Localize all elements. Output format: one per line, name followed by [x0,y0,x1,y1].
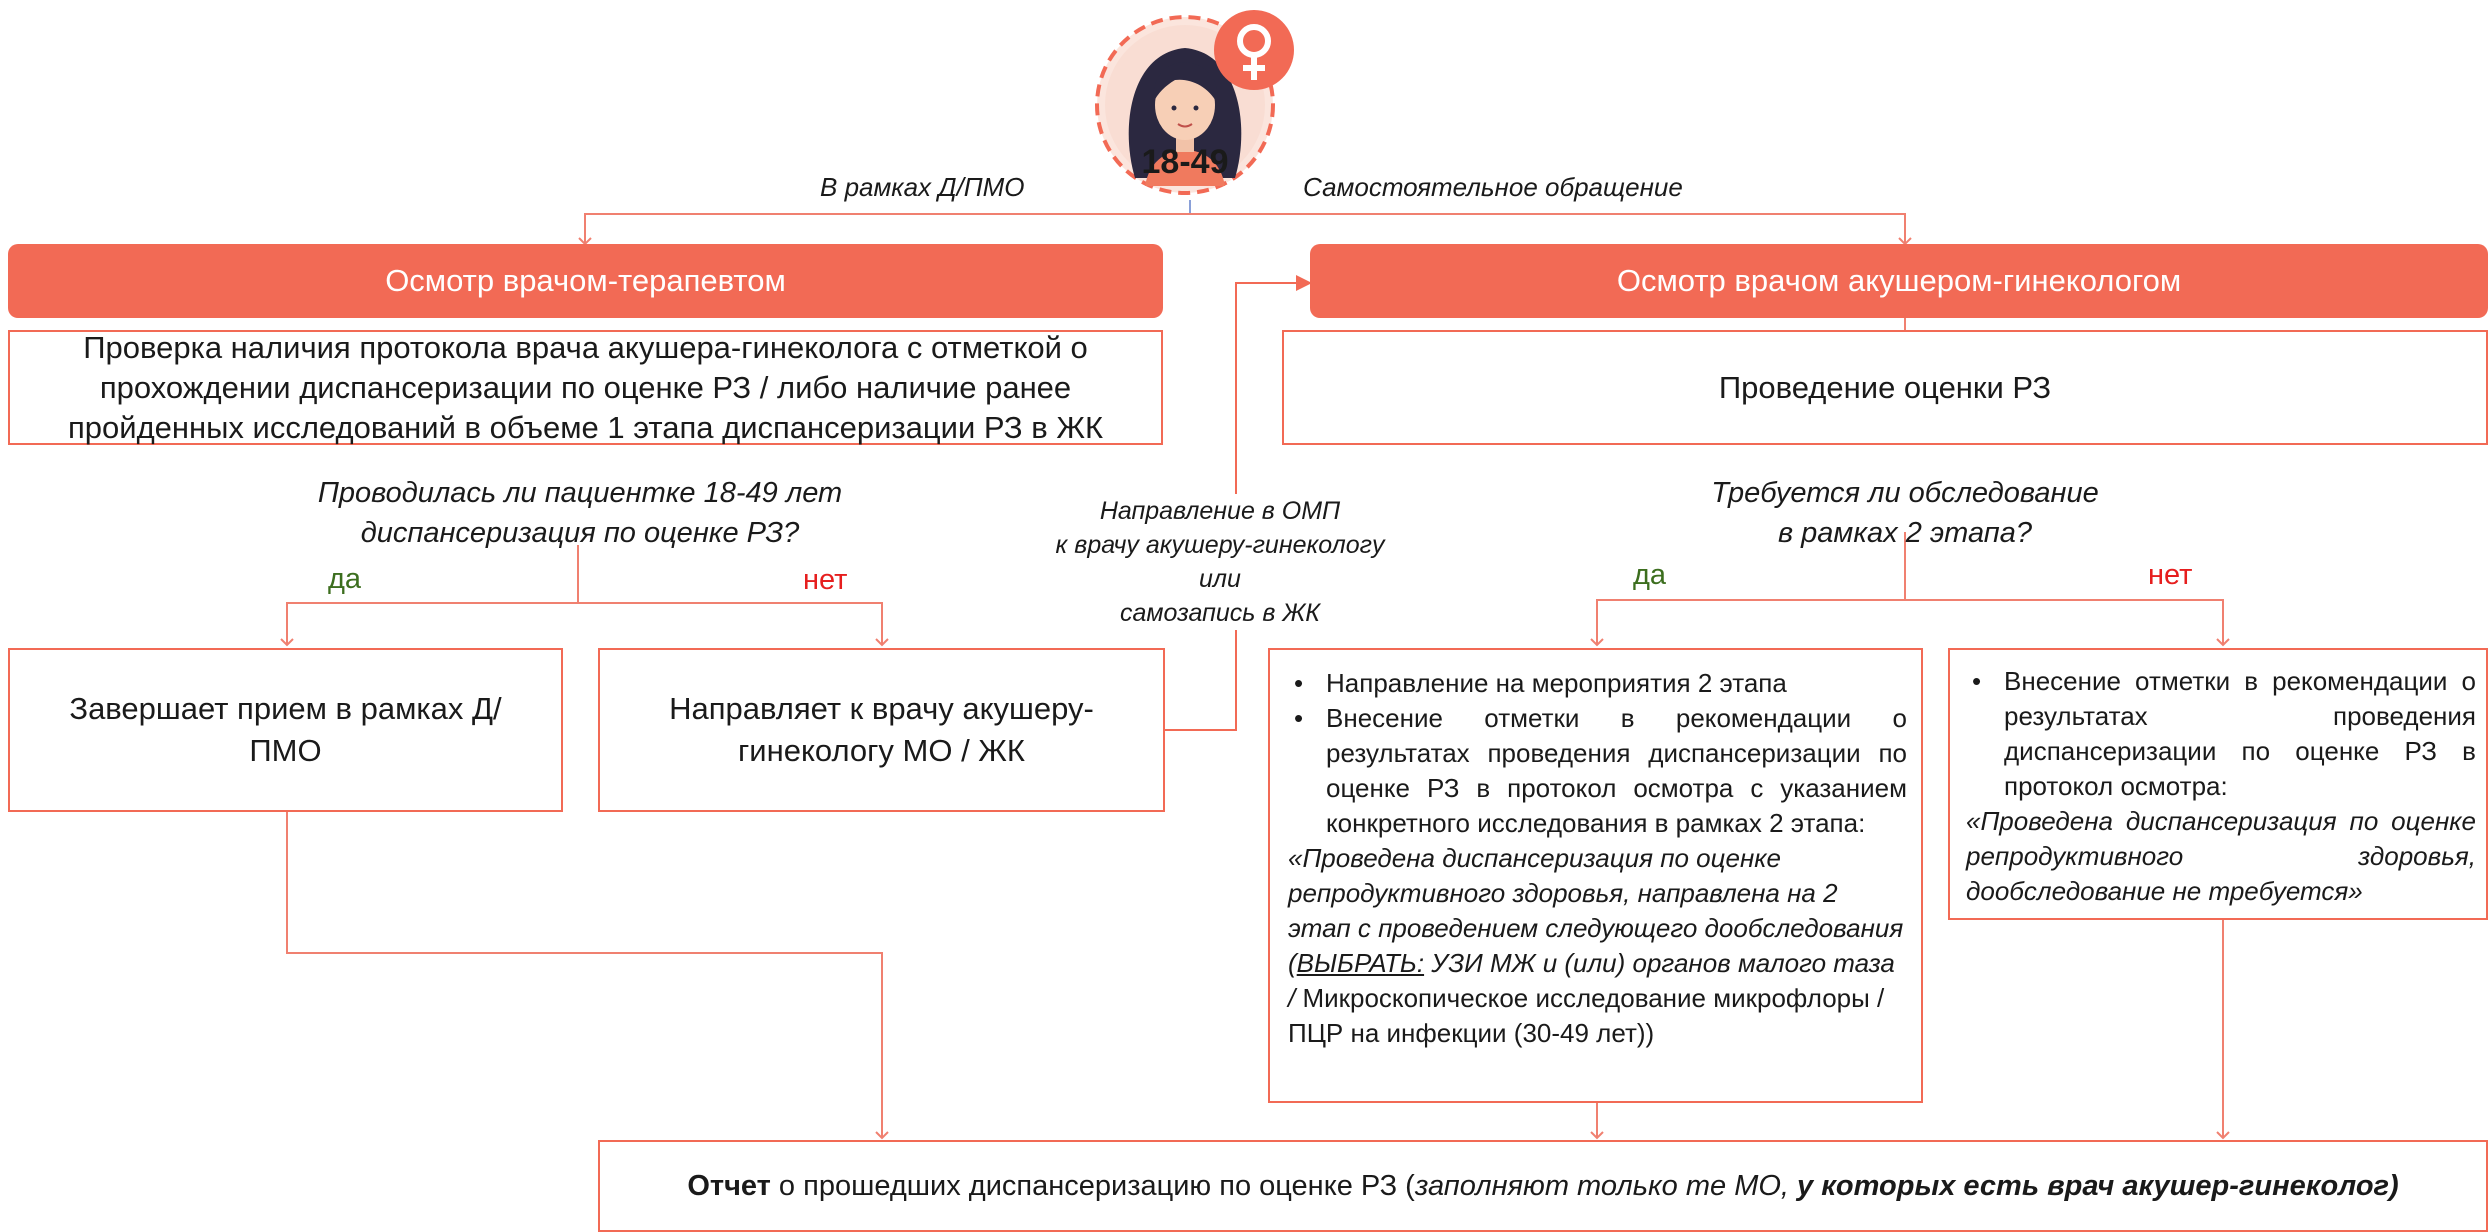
gyn-no-label: нет [2148,559,2193,591]
therapist-yes-label: да [328,563,362,595]
referral-line4: самозапись в ЖК [1119,599,1321,627]
route-label-right: Самостоятельное обращение [1303,172,1683,202]
stage2-bullets: Направление на мероприятия 2 этапа Внесе… [1288,666,1907,841]
stage2-quote: «Проведена диспансеризация по оценке реп… [1288,841,1907,1051]
report-text: Отчет о прошедших диспансеризацию по оце… [687,1170,2398,1203]
stage2-quote-choose: ВЫБРАТЬ: [1296,948,1425,978]
stage2-bullet-2: Внесение отметки в рекомендации о резуль… [1294,701,1907,841]
therapist-no-label: нет [803,564,848,596]
therapist-header: Осмотр врачом-терапевтом [8,244,1163,318]
protocol-check-box: Проверка наличия протокола врача акушера… [8,330,1163,445]
therapist-question-line2: диспансеризация по оценке РЗ? [360,517,800,549]
gyn-yes-label: да [1633,559,1667,591]
assessment-text: Проведение оценки РЗ [1718,369,2052,405]
refer-gyn-text: Направляет к врачу акушеру-гинекологу МО… [669,691,1094,768]
assessment-box: Проведение оценки РЗ [1282,330,2488,445]
report-plain: о прошедших диспансеризацию по оценке РЗ… [770,1169,1415,1202]
no-stage2-quote: «Проведена диспансеризация по оценке реп… [1966,806,2476,906]
referral-line1: Направление в ОМП [1099,497,1341,525]
stage2-quote-part1: «Проведена диспансеризация по оценке реп… [1288,843,1904,978]
stage2-box: Направление на мероприятия 2 этапа Внесе… [1268,648,1923,1103]
stage2-quote-part2: УЗИ МЖ и (или) органов малого таза / [1288,948,1895,1013]
gyn-question: Требуется ли обследование в рамках 2 эта… [1605,473,2205,553]
no-stage2-bullet-1: Внесение отметки в рекомендации о резуль… [1972,664,2476,804]
refer-gyn-box: Направляет к врачу акушеру-гинекологу МО… [598,648,1165,812]
finish-dpmo-box: Завершает прием в рамках Д/ПМО [8,648,563,812]
age-label: 18-49 [1141,143,1229,181]
therapist-question: Проводилась ли пациентке 18-49 лет диспа… [280,473,880,553]
referral-note: Направление в ОМП к врачу акушеру-гинеко… [1040,494,1400,630]
no-stage2-box: Внесение отметки в рекомендации о резуль… [1948,648,2488,920]
report-box: Отчет о прошедших диспансеризацию по оце… [598,1140,2488,1232]
referral-line3: или [1199,565,1241,593]
route-label-left: В рамках Д/ПМО [820,172,1025,202]
no-stage2-bullets: Внесение отметки в рекомендации о резуль… [1966,664,2476,804]
female-symbol-icon [1212,8,1296,92]
stage2-bullet-1: Направление на мероприятия 2 этапа [1294,666,1907,701]
protocol-check-text: Проверка наличия протокола врача акушера… [67,329,1104,445]
report-bold-italic: у которых есть врач акушер-гинеколог) [1797,1169,2399,1202]
therapist-question-line1: Проводилась ли пациентке 18-49 лет [317,477,843,509]
report-bold: Отчет [687,1169,771,1202]
finish-dpmo-text: Завершает прием в рамках Д/ПМО [69,691,502,768]
gyn-question-line2: в рамках 2 этапа? [1777,517,2032,549]
referral-line2: к врачу акушеру-гинекологу [1055,531,1385,559]
stage2-quote-part3: Микроскопическое исследование микрофлоры… [1288,983,1885,1048]
report-italic: заполняют только те МО, [1414,1169,1798,1202]
gyn-question-line1: Требуется ли обследование [1711,477,2099,509]
gynecologist-header: Осмотр врачом акушером-гинекологом [1310,244,2488,318]
